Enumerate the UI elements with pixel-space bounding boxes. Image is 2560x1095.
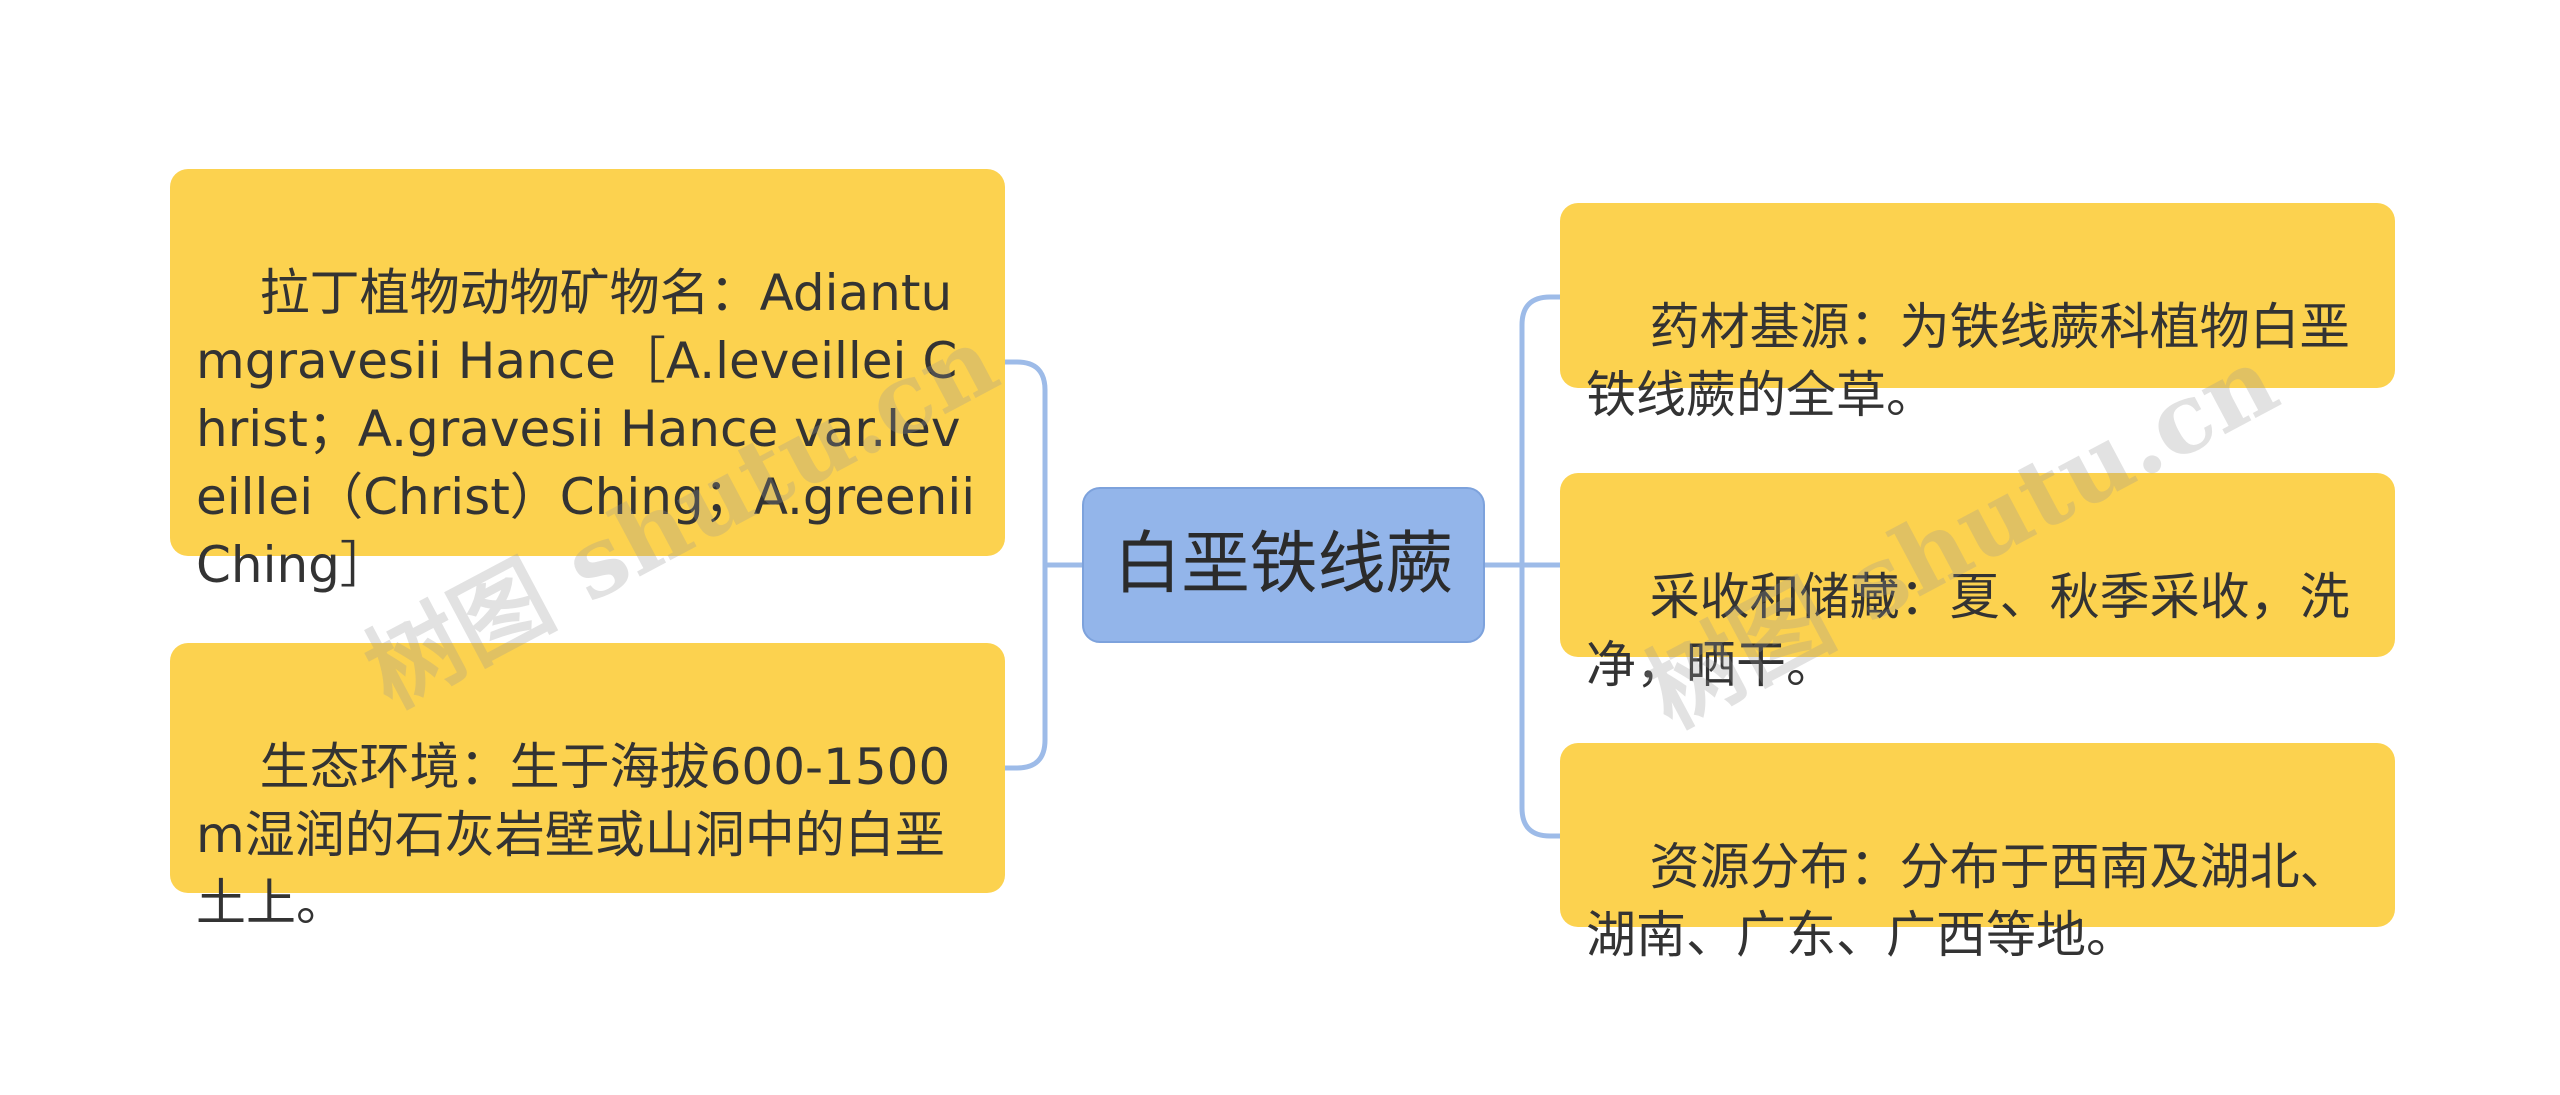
right-node-distribution-text: 资源分布：分布于西南及湖北、湖南、广东、广西等地。 [1586,838,2350,964]
connector-right-3 [1519,562,1563,839]
right-node-harvest[interactable]: 采收和储藏：夏、秋季采收，洗净，晒干。 [1560,473,2395,694]
right-node-source[interactable]: 药材基源：为铁线蕨科植物白垩铁线蕨的全草。 [1560,203,2395,424]
connector-left-1 [1002,359,1048,568]
right-node-source-text: 药材基源：为铁线蕨科植物白垩铁线蕨的全草。 [1586,298,2350,424]
left-node-ecology-text: 生态环境：生于海拔600-1500m湿润的石灰岩壁或山洞中的白垩土上。 [196,738,951,932]
root-label: 白垩铁线蕨 [1113,525,1454,604]
left-node-ecology[interactable]: 生态环境：生于海拔600-1500m湿润的石灰岩壁或山洞中的白垩土上。 [170,643,1005,932]
connector-left-2 [1002,562,1048,771]
connector-right-1 [1519,294,1563,568]
left-node-latin-name[interactable]: 拉丁植物动物矿物名：Adiantumgravesii Hance［A.levei… [170,169,1005,594]
root-node[interactable]: 白垩铁线蕨 [1082,487,1485,643]
left-node-latin-name-text: 拉丁植物动物矿物名：Adiantumgravesii Hance［A.levei… [196,264,992,594]
right-node-harvest-text: 采收和储藏：夏、秋季采收，洗净，晒干。 [1586,568,2350,694]
right-node-distribution[interactable]: 资源分布：分布于西南及湖北、湖南、广东、广西等地。 [1560,743,2395,964]
